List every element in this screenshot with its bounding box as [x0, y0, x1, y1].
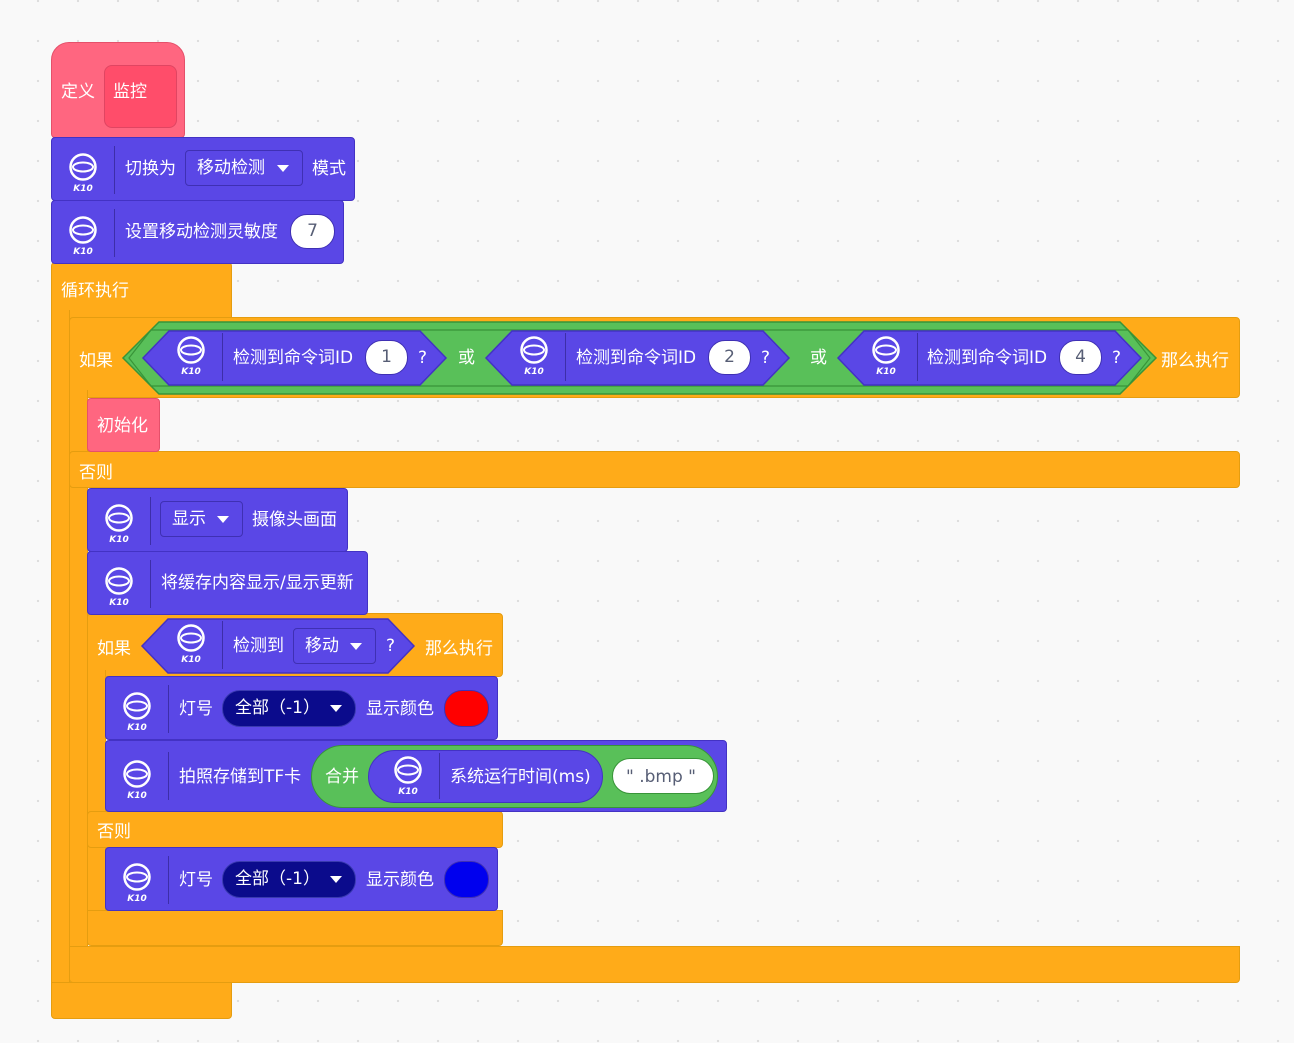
- define-name: 监控: [113, 82, 147, 102]
- led-red-color-swatch[interactable]: [444, 690, 489, 727]
- if1-else-bar: [69, 451, 1240, 488]
- k10-icon: K10: [115, 689, 159, 739]
- loop-label: 循环执行: [61, 281, 129, 301]
- display-camera-suffix: 摄像头画面: [252, 510, 337, 530]
- led-blue-label: 灯号: [179, 870, 213, 890]
- extension-text-input[interactable]: [612, 758, 714, 794]
- sensitivity-label: 设置移动检测灵敏度: [125, 222, 278, 242]
- if1-else-label: 否则: [79, 463, 113, 483]
- k10-icon: K10: [61, 150, 105, 200]
- k10-icon: K10: [169, 621, 213, 671]
- question-2: ?: [761, 348, 771, 368]
- if1-label: 如果: [79, 351, 113, 371]
- mode-dropdown[interactable]: 移动检测: [185, 150, 303, 186]
- chevron-down-icon: [350, 643, 362, 650]
- init-call-block[interactable]: [87, 398, 160, 452]
- define-name-slot[interactable]: [104, 65, 177, 128]
- k10-icon: K10: [115, 860, 159, 910]
- motion-type-dropdown[interactable]: 移动: [293, 628, 376, 664]
- sensitivity-input[interactable]: 7: [290, 214, 335, 249]
- photo-save-label: 拍照存储到TF卡: [179, 767, 302, 787]
- led-red-label: 灯号: [179, 699, 213, 719]
- k10-icon: K10: [864, 333, 908, 383]
- motion-question: ?: [386, 636, 396, 656]
- if2-else-label: 否则: [97, 822, 131, 842]
- init-call-label: 初始化: [97, 416, 148, 436]
- led-blue-index-dropdown[interactable]: 全部（-1）: [222, 861, 356, 898]
- loop-arm: [51, 310, 70, 990]
- or-label-2: 或: [810, 348, 827, 368]
- join-label: 合并: [325, 767, 359, 787]
- loop-foot: [51, 982, 232, 1019]
- if2-else-bar: [87, 811, 503, 848]
- chevron-down-icon: [330, 876, 342, 883]
- led-red-suffix: 显示颜色: [366, 699, 434, 719]
- k10-icon: K10: [115, 757, 159, 807]
- k10-icon: K10: [61, 213, 105, 263]
- if2-arm: [87, 670, 106, 920]
- define-keyword: 定义: [61, 82, 95, 102]
- command-label-3: 检测到命令词ID: [927, 348, 1048, 368]
- refresh-label: 将缓存内容显示/显示更新: [161, 573, 354, 593]
- if2-foot: [87, 910, 503, 946]
- or-label-1: 或: [458, 348, 475, 368]
- k10-icon: K10: [386, 753, 430, 803]
- k10-icon: K10: [169, 333, 213, 383]
- switch-mode-block[interactable]: [51, 137, 355, 201]
- led-red-index-dropdown[interactable]: 全部（-1）: [222, 690, 356, 727]
- k10-icon: K10: [97, 501, 141, 551]
- if1-then-label: 那么执行: [1161, 351, 1229, 371]
- command-id-input-1[interactable]: 1: [365, 340, 408, 375]
- chevron-down-icon: [277, 165, 289, 172]
- chevron-down-icon: [217, 516, 229, 523]
- runtime-reporter[interactable]: [368, 750, 603, 803]
- k10-icon: K10: [97, 564, 141, 614]
- question-3: ?: [1112, 348, 1122, 368]
- switch-mode-prefix: 切换为: [125, 159, 176, 179]
- question-1: ?: [418, 348, 428, 368]
- command-id-input-2[interactable]: 2: [708, 340, 751, 375]
- command-id-input-3[interactable]: 4: [1059, 340, 1102, 375]
- motion-condition-label: 检测到: [233, 636, 284, 656]
- if2-label: 如果: [97, 639, 131, 659]
- k10-icon: K10: [512, 333, 556, 383]
- led-blue-suffix: 显示颜色: [366, 870, 434, 890]
- display-mode-dropdown[interactable]: 显示: [160, 501, 243, 537]
- led-blue-color-swatch[interactable]: [444, 861, 489, 898]
- switch-mode-suffix: 模式: [312, 159, 346, 179]
- command-label-1: 检测到命令词ID: [233, 348, 354, 368]
- extension-text: " .bmp ": [626, 767, 696, 787]
- if2-then-label: 那么执行: [425, 639, 493, 659]
- chevron-down-icon: [330, 705, 342, 712]
- command-label-2: 检测到命令词ID: [576, 348, 697, 368]
- refresh-display-block[interactable]: [87, 551, 368, 615]
- if1-foot: [69, 946, 1240, 983]
- runtime-label: 系统运行时间(ms): [450, 767, 591, 787]
